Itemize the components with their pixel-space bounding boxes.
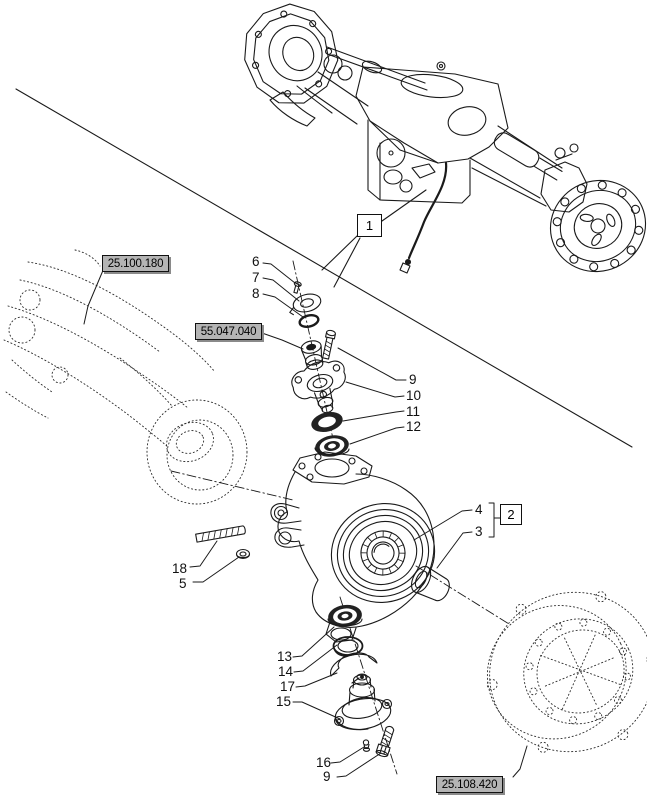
group-1-leaders xyxy=(321,189,427,288)
phantom-wheel-hub xyxy=(486,591,647,753)
callout-7: 7 xyxy=(252,270,260,285)
callout-5: 5 xyxy=(179,576,187,591)
ref-box-55-047-040: 55.047.040 xyxy=(195,323,262,340)
callout-9: 9 xyxy=(323,769,331,784)
callout-12: 12 xyxy=(406,419,422,434)
callout-3: 3 xyxy=(475,524,483,539)
callout-10: 10 xyxy=(406,388,422,403)
callout-17: 17 xyxy=(280,679,296,694)
group-box-1: 1 xyxy=(357,214,382,237)
callout-6: 6 xyxy=(252,254,260,269)
exploded-parts xyxy=(195,281,450,758)
phantom-axle-housing xyxy=(3,249,248,505)
leader-lines xyxy=(83,262,528,778)
callout-16: 16 xyxy=(316,755,332,770)
axis-lines xyxy=(170,260,510,775)
callout-15: 15 xyxy=(276,694,292,709)
callout-14: 14 xyxy=(278,664,294,679)
callout-13: 13 xyxy=(277,649,293,664)
callout-9: 9 xyxy=(409,372,417,387)
ref-box-25-100-180: 25.100.180 xyxy=(102,255,169,272)
callout-18: 18 xyxy=(172,561,188,576)
callout-4: 4 xyxy=(475,502,483,517)
ref-box-25-108-420: 25.108.420 xyxy=(436,776,503,793)
king-pin-art xyxy=(333,673,393,731)
callout-11: 11 xyxy=(406,404,421,419)
front-axle-assembly-art xyxy=(244,3,647,274)
callout-8: 8 xyxy=(252,286,260,301)
group-box-2: 2 xyxy=(500,504,522,525)
